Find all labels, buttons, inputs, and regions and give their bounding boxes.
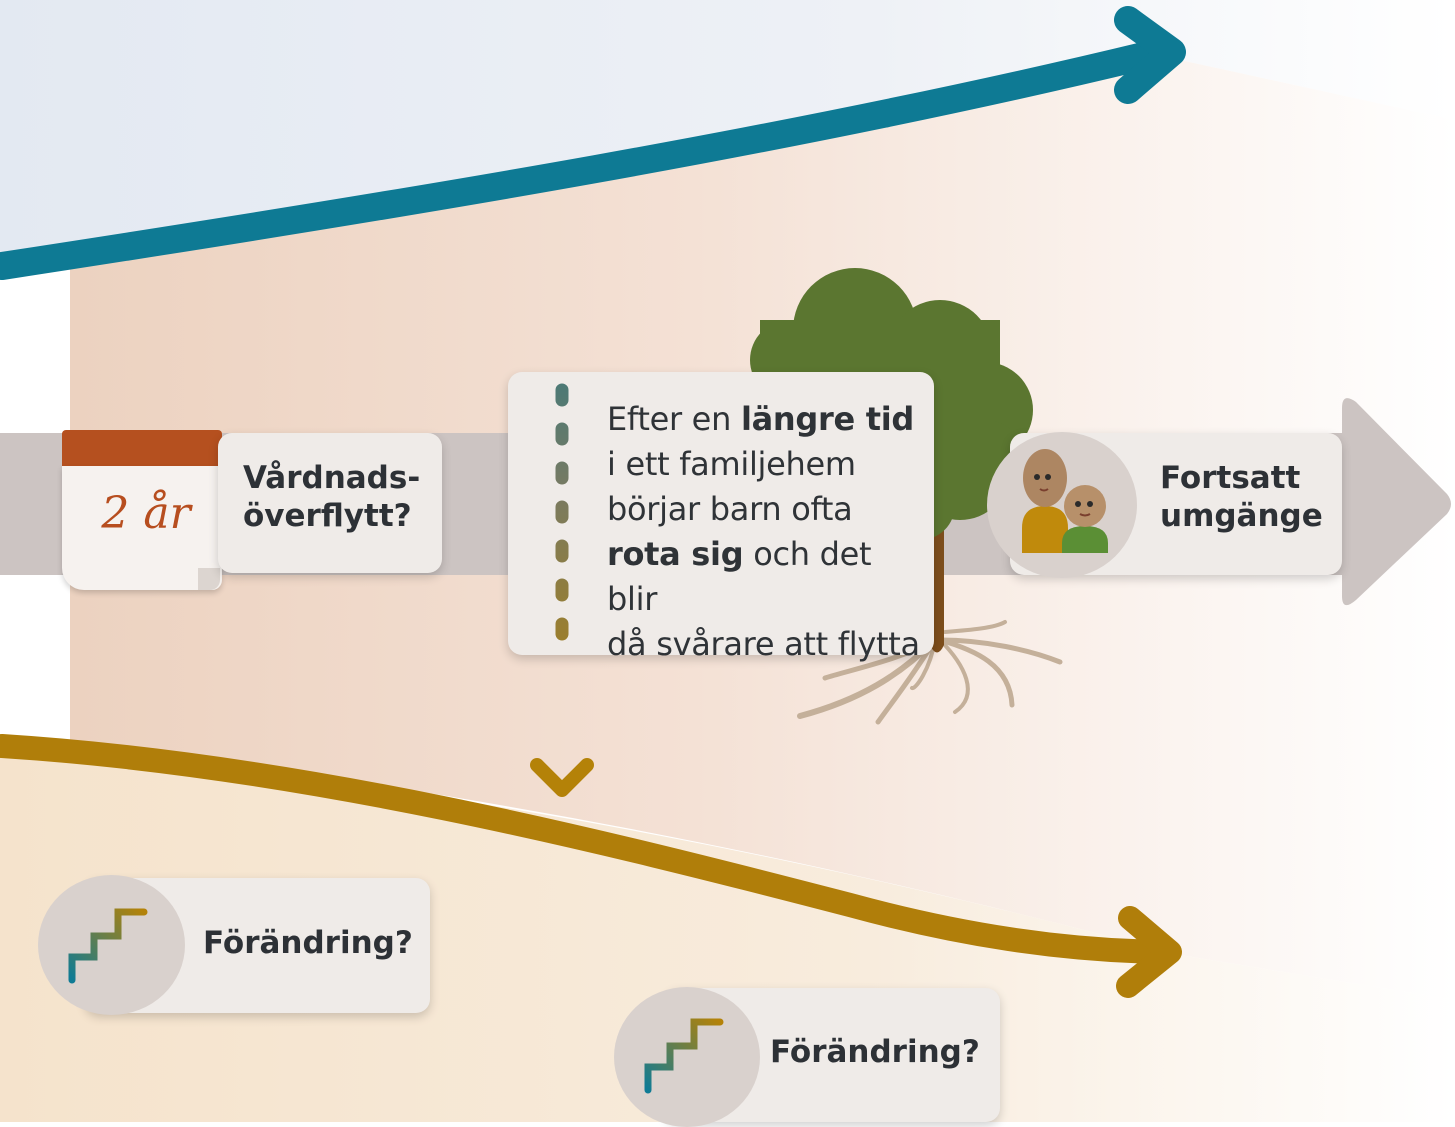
stairs-icon-circle-left [38, 875, 185, 1015]
info-bold-take-root: rota sig [607, 535, 744, 573]
custody-line-2: överflytt? [243, 497, 412, 534]
change-label-bottom: Förändring? [770, 1034, 980, 1070]
two-people-icon [1022, 449, 1108, 553]
stairs-icon [68, 908, 148, 984]
info-bold-longer-time: längre tid [740, 400, 914, 438]
continued-contact-label: Fortsatt umgänge [1160, 460, 1323, 536]
blue-arrow-line [0, 38, 1174, 280]
gold-arrow-line [0, 734, 1172, 964]
contact-line-2: umgänge [1160, 497, 1323, 534]
custody-transfer-label: Vårdnads- överflytt? [243, 460, 420, 536]
dotted-arrow [530, 225, 594, 797]
custody-line-1: Vårdnads- [243, 460, 421, 496]
custody-transfer-card [218, 433, 442, 573]
gold-arrow-head [1116, 906, 1182, 998]
blue-arrow-head [1114, 6, 1186, 104]
bottom-region [0, 740, 1455, 1122]
stairs-icon-circle-bottom [614, 987, 760, 1127]
contact-line-1: Fortsatt [1160, 460, 1301, 496]
calendar-label: 2 år [101, 488, 191, 539]
info-box-text: Efter en längre tid i ett familjehem bör… [607, 400, 920, 663]
change-label-left: Förändring? [203, 925, 413, 961]
info-box [508, 372, 934, 655]
stairs-icon [644, 1018, 724, 1094]
people-icon-circle [987, 432, 1137, 578]
calendar-icon [62, 430, 222, 590]
